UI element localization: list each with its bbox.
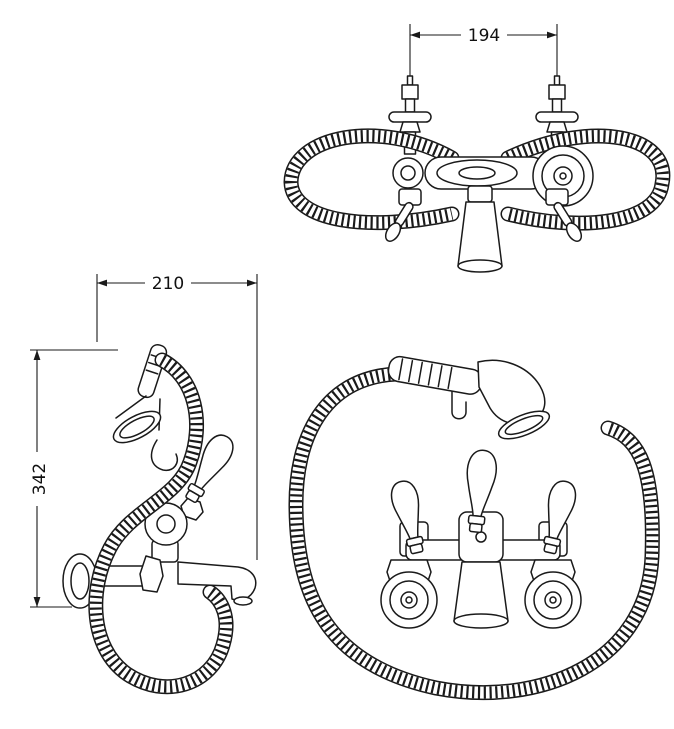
spout-front [453,561,509,622]
spout-side [177,561,257,601]
wall-union-left [380,571,438,629]
mixer-body-front [380,448,582,629]
dim-arrow-left [97,279,107,287]
diverter-lever-side [185,429,239,504]
handset-front [387,355,551,440]
dimension-side-width: 210 [96,273,258,560]
wall-union-right [524,571,582,629]
cradle-hook-side [150,439,178,472]
spray-face-front [497,410,551,440]
dim-arrow-top [33,350,41,360]
dim-arrow-right [247,279,257,287]
cradle-hook-front [451,389,467,420]
dimension-label-342: 342 [30,463,50,495]
handset-cradle-top [436,159,518,187]
dim-arrow-bottom [33,597,41,607]
dimension-side-height: 342 [28,349,118,608]
mixer-body-side [62,429,257,609]
valve-lever-left-front [387,477,428,555]
valve-lever-right-plan [553,201,583,242]
spray-face-side [112,410,162,444]
dimension-plan-width: 194 [409,24,558,86]
front-view [296,355,652,693]
diverter-lever-front [461,448,499,534]
plan-view: 194 [291,24,663,273]
dim-arrow-right [547,31,557,39]
dimension-label-194: 194 [468,26,500,46]
dimension-label-210: 210 [152,274,184,294]
spout-plan [457,201,503,267]
mixer-body-plan [384,145,594,273]
valve-lever-left-plan [384,201,414,242]
handset-bell-front [477,359,546,425]
dim-arrow-left [410,31,420,39]
valve-lever-right-front [539,477,580,555]
side-view: 210 342 [28,273,258,687]
